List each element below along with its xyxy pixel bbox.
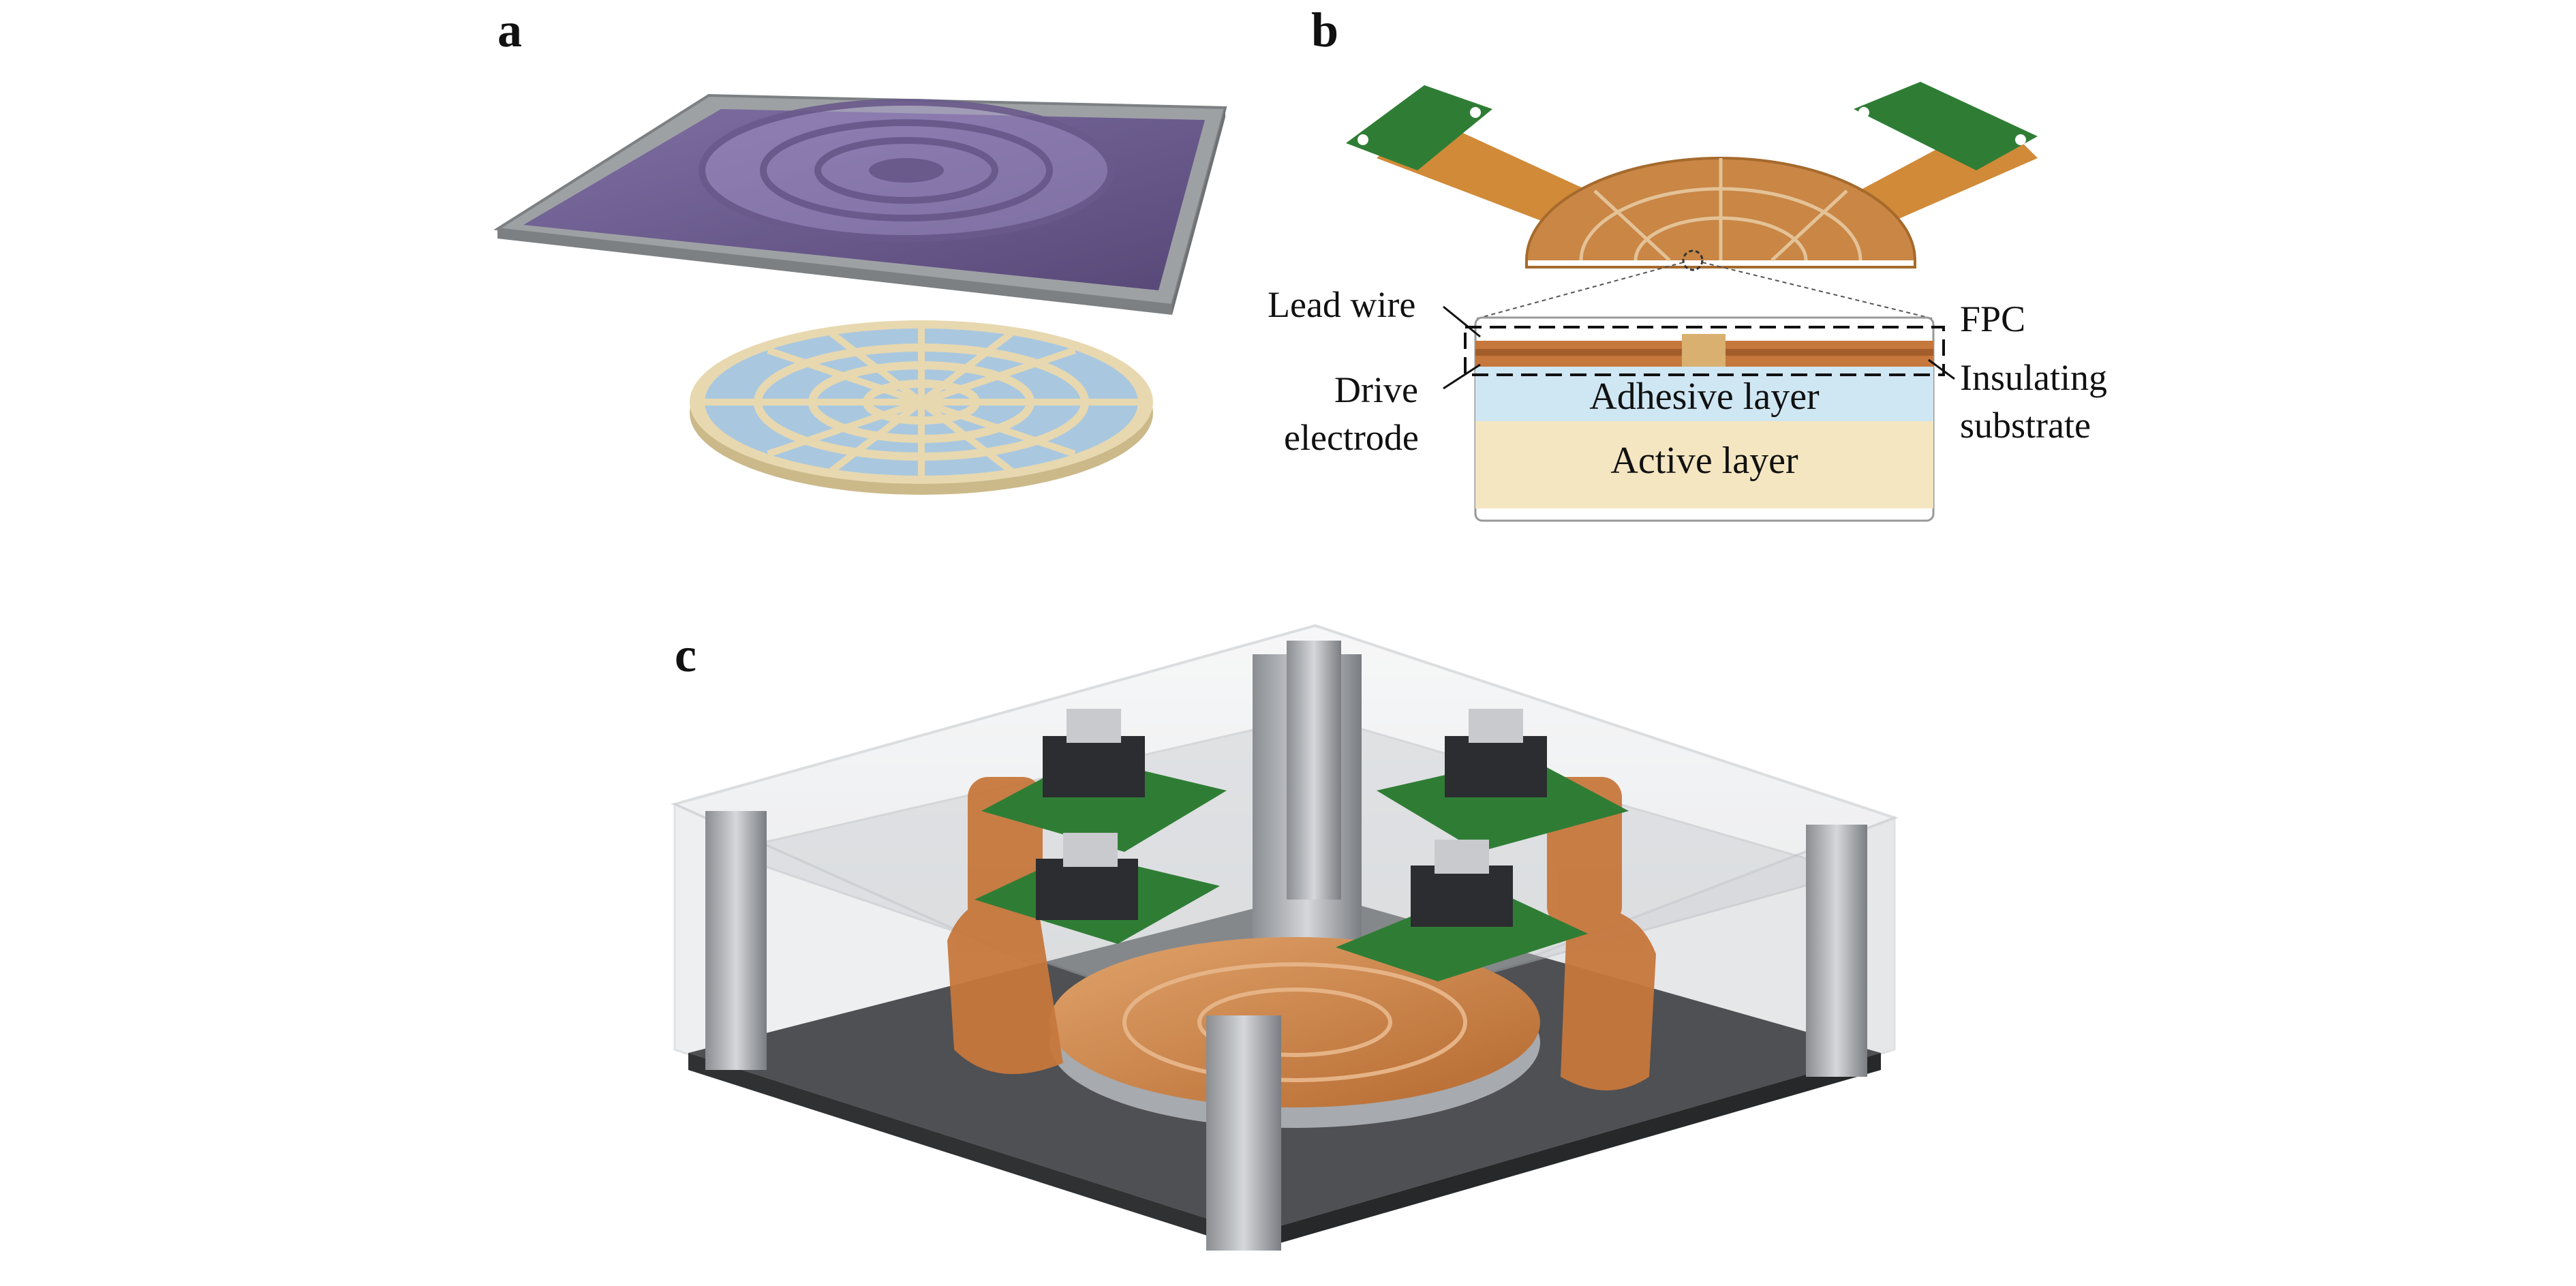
pcb-bottom-left — [975, 833, 1220, 944]
pcb-top-left — [981, 709, 1227, 852]
callouts: Lead wire Drive electrode FPC Insulating… — [1268, 284, 2107, 458]
post-back — [1287, 641, 1341, 900]
sensor-disk — [1049, 937, 1540, 1128]
panel-c: c — [671, 624, 1899, 1251]
corner-posts — [705, 641, 1867, 1251]
panel-b: b — [1268, 3, 2107, 522]
active-layer — [1475, 421, 1933, 508]
dashed-fpc-box — [1464, 326, 1945, 376]
active-layer-label: Active layer — [1610, 440, 1798, 482]
panel-label-b: b — [1311, 3, 1338, 57]
callout-insulating-1: Insulating — [1960, 357, 2107, 398]
callout-lead-wire: Lead wire — [1268, 284, 1415, 325]
callout-drive-electrode-2: electrode — [1284, 417, 1419, 458]
post-front — [1206, 1015, 1281, 1251]
panel-label-c: c — [675, 628, 696, 682]
adhesive-layer-label: Adhesive layer — [1589, 376, 1820, 418]
post-left — [705, 811, 767, 1070]
fpc-top-view — [1346, 82, 2038, 320]
callout-drive-electrode-1: Drive — [1334, 369, 1418, 410]
callout-insulating-2: substrate — [1960, 405, 2091, 446]
drive-electrode-block — [1682, 334, 1726, 367]
callout-fpc: FPC — [1960, 298, 2025, 339]
panel-a: a — [493, 3, 1227, 495]
pcb-boards — [975, 709, 1629, 981]
mask-openings — [699, 99, 1114, 242]
panel-label-a: a — [497, 3, 522, 57]
post-right — [1806, 825, 1867, 1077]
cross-section: Adhesive layer Active layer — [1464, 316, 1945, 522]
electrode-disk — [690, 320, 1153, 495]
shadow-mask-frame — [493, 93, 1227, 315]
pcb-top-right — [1377, 709, 1629, 852]
pcb-bottom-right — [1336, 840, 1588, 981]
